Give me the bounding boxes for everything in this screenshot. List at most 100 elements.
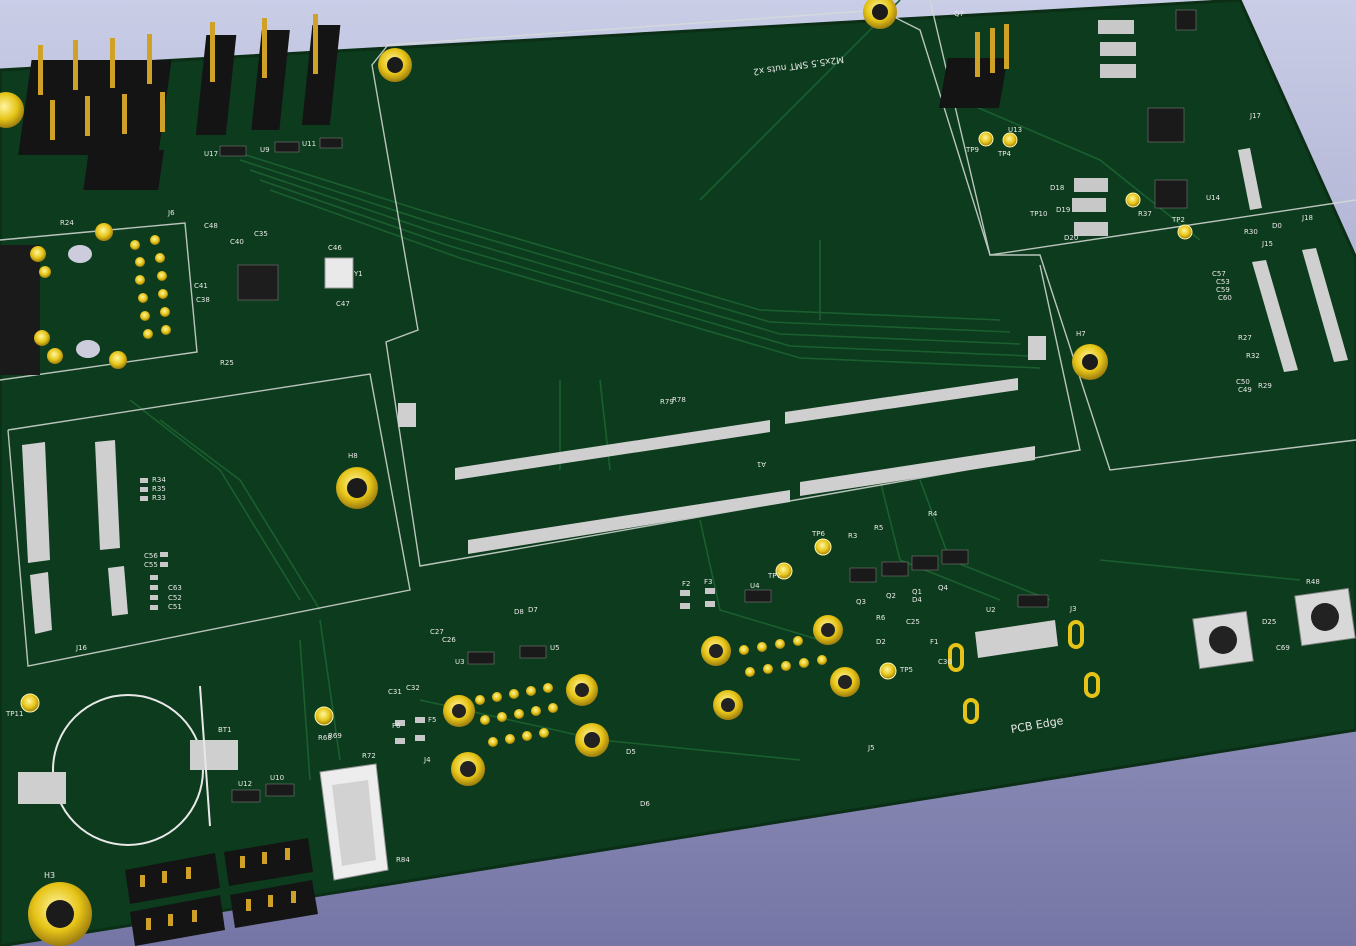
label-D4: D4	[912, 596, 922, 604]
label-SW1: SW1	[1318, 618, 1334, 626]
usb-c-connector	[948, 620, 1100, 724]
label-U4: U4	[750, 582, 760, 590]
label-C47: C47	[336, 300, 350, 308]
label-R37: R37	[1138, 210, 1152, 218]
label-R24: R24	[60, 219, 74, 227]
label-J18: J18	[1301, 214, 1313, 222]
label-C56: C56	[144, 552, 158, 560]
label-D6: D6	[640, 800, 650, 808]
connector-j5	[701, 615, 860, 720]
label-R34: R34	[152, 476, 166, 484]
label-R5: R5	[874, 524, 883, 532]
label-C60: C60	[1218, 294, 1232, 302]
label-R4: R4	[928, 510, 938, 518]
label-U13: U13	[1008, 126, 1022, 134]
sodimm-connector	[398, 336, 1046, 554]
label-Y1: Y1	[353, 270, 363, 278]
copper-traces	[129, 0, 1301, 781]
label-J3: J3	[1069, 605, 1077, 613]
label-J5: J5	[867, 744, 875, 752]
label-F1: F1	[930, 638, 938, 646]
label-C59: C59	[1216, 286, 1230, 294]
rj45-jack	[0, 223, 171, 375]
label-D20: D20	[1064, 234, 1078, 242]
label-F6: F6	[392, 722, 401, 730]
label-J6: J6	[167, 209, 175, 217]
label-H7: H7	[1076, 330, 1086, 338]
coin-cell-bt1	[18, 685, 238, 846]
label-C31: C31	[388, 688, 402, 696]
label-Q7: Q7	[954, 10, 964, 18]
label-R27: R27	[1238, 334, 1252, 342]
connector-j16	[22, 440, 128, 634]
label-D25: D25	[1262, 618, 1276, 626]
label-R35: R35	[152, 485, 166, 493]
label-Q3: Q3	[856, 598, 866, 606]
label-C35: C35	[254, 230, 268, 238]
label-R78: R78	[672, 396, 686, 404]
pin-headers-bottom	[125, 838, 318, 946]
label-U3: U3	[455, 658, 465, 666]
label-F5: F5	[428, 716, 436, 724]
label-C41: C41	[194, 282, 208, 290]
label-R84: R84	[396, 856, 410, 864]
label-TP11: TP11	[5, 710, 23, 718]
test-points	[20, 131, 1193, 726]
label-R69: R69	[328, 732, 342, 740]
label-Q2: Q2	[886, 592, 896, 600]
label-H8: H8	[348, 452, 358, 460]
label-J16: J16	[75, 644, 88, 652]
connector-j4	[443, 674, 609, 786]
label-C27: C27	[430, 628, 444, 636]
label-TP7: TP7	[767, 572, 781, 580]
label-SW2: SW2	[1214, 640, 1230, 648]
label-D8: D8	[514, 608, 524, 616]
label-C32: C32	[406, 684, 420, 692]
label-C53: C53	[1216, 278, 1230, 286]
label-D5: D5	[626, 748, 636, 756]
label-C38: C38	[196, 296, 210, 304]
label-R30: R30	[1244, 228, 1258, 236]
label-J17: J17	[1249, 112, 1261, 120]
label-Q1: Q1	[912, 588, 922, 596]
label-U5: U5	[550, 644, 560, 652]
label-R25: R25	[220, 359, 234, 367]
label-D18: D18	[1050, 184, 1064, 192]
connector-j15	[1238, 148, 1348, 372]
label-R33: R33	[152, 494, 166, 502]
label-TP9: TP9	[965, 146, 979, 154]
label-U2: U2	[986, 606, 996, 614]
pin-headers-top	[18, 14, 341, 190]
label-TP2: TP2	[1171, 216, 1185, 224]
label-D0: D0	[1272, 222, 1282, 230]
label-U12: U12	[238, 780, 252, 788]
label-C25: C25	[906, 618, 920, 626]
label-R3: R3	[848, 532, 857, 540]
label-C51: C51	[168, 603, 182, 611]
label-C49: C49	[1238, 386, 1252, 394]
label-C46: C46	[328, 244, 342, 252]
label-R48: R48	[1306, 578, 1320, 586]
label-C69: C69	[1276, 644, 1290, 652]
label-H3: H3	[44, 871, 55, 880]
label-C57: C57	[1212, 270, 1226, 278]
ethernet-phy-chip	[237, 264, 279, 301]
label-C48: C48	[204, 222, 218, 230]
label-U10: U10	[270, 774, 284, 782]
label-R6: R6	[876, 614, 886, 622]
label-C26: C26	[442, 636, 456, 644]
label-R68: R68	[318, 734, 332, 742]
label-R29: R29	[1258, 382, 1272, 390]
label-U11: U11	[302, 140, 316, 148]
tactile-switches	[1192, 587, 1356, 670]
jst-connector	[319, 763, 389, 881]
label-TP10: TP10	[1029, 210, 1047, 218]
small-components	[219, 9, 1197, 803]
label-D2: D2	[876, 638, 886, 646]
label-J15: J15	[1261, 240, 1273, 248]
label-U17: U17	[204, 150, 218, 158]
label-U14: U14	[1206, 194, 1221, 202]
label-TP6: TP6	[811, 530, 825, 538]
label-R79: R79	[660, 398, 674, 406]
